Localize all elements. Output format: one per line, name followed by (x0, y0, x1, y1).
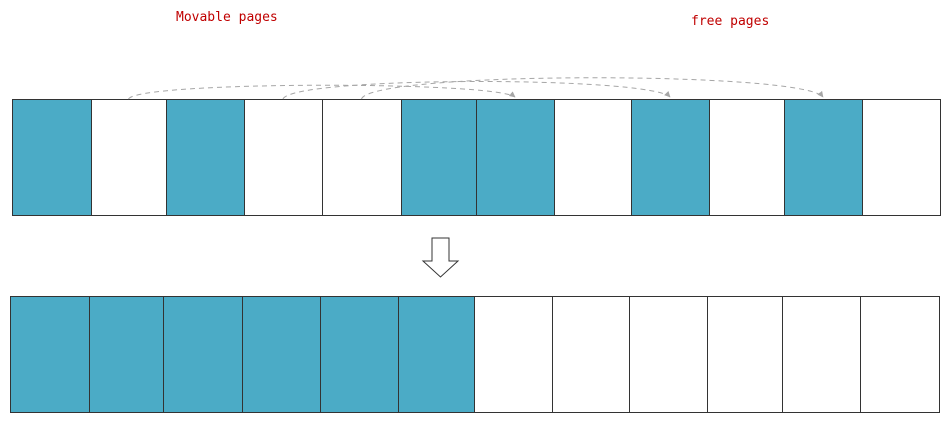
before-free-page (244, 99, 323, 216)
migration-arrow (282, 81, 671, 100)
after-free-page (860, 296, 940, 413)
free-pages-label: free pages (691, 14, 770, 29)
before-movable-page (166, 99, 245, 216)
before-movable-page (476, 99, 555, 216)
page-row-before (12, 99, 941, 216)
after-movable-page (242, 296, 321, 413)
before-free-page (91, 99, 167, 216)
before-movable-page (12, 99, 92, 216)
before-free-page (862, 99, 941, 216)
after-free-page (782, 296, 861, 413)
before-free-page (554, 99, 632, 216)
page-row-after (10, 296, 940, 413)
movable-pages-label: Movable pages (176, 10, 278, 25)
after-movable-page (320, 296, 399, 413)
after-free-page (707, 296, 783, 413)
migration-arrow (128, 84, 516, 100)
after-free-page (474, 296, 553, 413)
after-movable-page (10, 296, 90, 413)
before-free-page (709, 99, 785, 216)
down-arrow-icon (421, 237, 460, 278)
after-free-page (552, 296, 630, 413)
before-movable-page (631, 99, 710, 216)
before-movable-page (401, 99, 477, 216)
before-free-page (322, 99, 402, 216)
migration-arrows (128, 77, 824, 100)
after-free-page (629, 296, 708, 413)
before-movable-page (784, 99, 863, 216)
after-movable-page (89, 296, 164, 413)
after-movable-page (398, 296, 475, 413)
migration-arrow (361, 77, 824, 100)
after-movable-page (163, 296, 243, 413)
